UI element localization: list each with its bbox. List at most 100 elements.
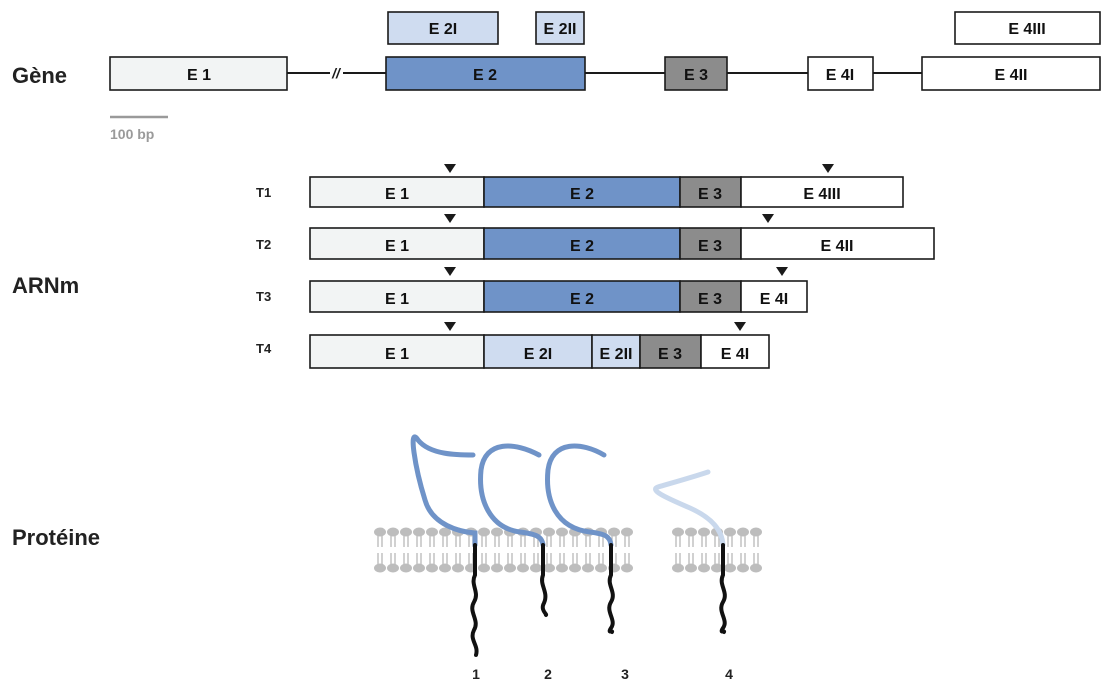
lipid-head [737, 527, 749, 537]
lipid-head [426, 527, 438, 537]
stop-codon-marker [822, 164, 834, 173]
protein-isoform-label: 4 [725, 666, 733, 682]
lipid-head [595, 563, 607, 573]
start-codon-marker [444, 214, 456, 223]
protein-section: 1 2 3 4 [374, 434, 762, 682]
lipid-head [724, 563, 736, 573]
svg-text:E 4II: E 4II [821, 238, 854, 255]
stop-codon-marker [776, 267, 788, 276]
lipid-head [374, 527, 386, 537]
lipid-head [413, 527, 425, 537]
svg-text:E 2II: E 2II [600, 346, 633, 363]
lipid-head [698, 563, 710, 573]
start-codon-marker [444, 322, 456, 331]
lipid-head [387, 527, 399, 537]
lipid-head [582, 563, 594, 573]
lipid-head [608, 527, 620, 537]
lipid-head [491, 527, 503, 537]
lipid-head [439, 563, 451, 573]
lipid-head [400, 527, 412, 537]
lipid-head [478, 563, 490, 573]
lipid-head [452, 563, 464, 573]
row-label-protein: Protéine [12, 525, 100, 550]
protein-2-extracellular-domain [478, 443, 546, 548]
start-codon-marker [444, 164, 456, 173]
transcript-label: T4 [256, 341, 272, 356]
transcript-t4: T4 E 1 E 2I E 2II E 3 E 4I [256, 322, 770, 369]
stop-codon-marker [762, 214, 774, 223]
transcript-label: T3 [256, 289, 271, 304]
lipid-head [413, 563, 425, 573]
gene-exon-e4iii: E 4III [954, 11, 1101, 45]
row-label-mrna: ARNm [12, 273, 79, 298]
lipid-head [543, 563, 555, 573]
lipid-head [374, 563, 386, 573]
transcript-t3: T3 E 1 E 2 E 3 E 4I [256, 267, 808, 313]
svg-text:E 4III: E 4III [803, 186, 840, 203]
lipid-head [478, 527, 490, 537]
protein-isoform-label: 1 [472, 666, 480, 682]
lipid-head [504, 563, 516, 573]
lipid-head [530, 563, 542, 573]
lipid-head [737, 563, 749, 573]
lipid-head [621, 563, 633, 573]
gene-exon-e3: E 3 [664, 56, 728, 91]
svg-text:E 2I: E 2I [429, 21, 457, 38]
gene-structure: // E 1 E 2 E 3 E 4I E 4II E 2I [109, 11, 1101, 91]
protein-4-cytoplasmic-tail [719, 543, 727, 634]
lipid-head [672, 527, 684, 537]
svg-text:E 2: E 2 [570, 291, 594, 308]
svg-text:E 3: E 3 [698, 238, 722, 255]
protein-2-cytoplasmic-tail [540, 543, 549, 617]
svg-text:E 4I: E 4I [760, 291, 788, 308]
svg-text:E 2I: E 2I [524, 346, 552, 363]
svg-text:E 1: E 1 [385, 238, 409, 255]
svg-text:E 3: E 3 [684, 67, 708, 84]
lipid-head [685, 527, 697, 537]
svg-text:E 3: E 3 [658, 346, 682, 363]
svg-text:E 1: E 1 [385, 291, 409, 308]
row-label-gene: Gène [12, 63, 67, 88]
gene-exon-e4ii: E 4II [921, 56, 1101, 91]
svg-text:E 3: E 3 [698, 186, 722, 203]
lipid-head [543, 527, 555, 537]
svg-text:E 1: E 1 [385, 346, 409, 363]
lipid-head [491, 563, 503, 573]
protein-3-extracellular-domain [545, 443, 614, 548]
svg-text:E 4I: E 4I [721, 346, 749, 363]
protein-isoform-label: 2 [544, 666, 552, 682]
svg-text:E 2: E 2 [473, 67, 497, 84]
protein-1-cytoplasmic-tail [470, 543, 479, 657]
protein-isoform-label: 3 [621, 666, 629, 682]
lipid-head [439, 527, 451, 537]
protein-1-extracellular-domain [410, 434, 478, 548]
lipid-head [400, 563, 412, 573]
transcript-t2: T2 E 1 E 2 E 3 E 4II [256, 214, 935, 260]
transcript-label: T2 [256, 237, 271, 252]
scale-bar: 100 bp [110, 115, 168, 142]
membrane-bilayer [672, 527, 762, 573]
scale-bar-label: 100 bp [110, 126, 154, 142]
gene-exon-e2i: E 2I [387, 11, 499, 45]
lipid-head [556, 563, 568, 573]
protein-3-cytoplasmic-tail [607, 543, 615, 634]
gene-exon-e1: E 1 [109, 56, 288, 91]
svg-text:E 1: E 1 [187, 67, 211, 84]
protein-4-extracellular-domain [653, 469, 726, 548]
lipid-head [711, 563, 723, 573]
gene-exon-e2: E 2 [385, 56, 586, 91]
lipid-head [724, 527, 736, 537]
lipid-head [426, 563, 438, 573]
lipid-head [387, 563, 399, 573]
svg-text:E 2: E 2 [570, 186, 594, 203]
lipid-head [517, 563, 529, 573]
svg-text:E 4III: E 4III [1008, 21, 1045, 38]
membrane-bilayer [374, 527, 633, 573]
lipid-head [750, 527, 762, 537]
lipid-head [556, 527, 568, 537]
transcripts: T1 E 1 E 2 E 3 E 4III T2 E 1 E 2 E 3 E 4… [256, 164, 935, 369]
transcript-label: T1 [256, 185, 271, 200]
intron-break-mark: // [331, 65, 342, 81]
svg-text:E 1: E 1 [385, 186, 409, 203]
